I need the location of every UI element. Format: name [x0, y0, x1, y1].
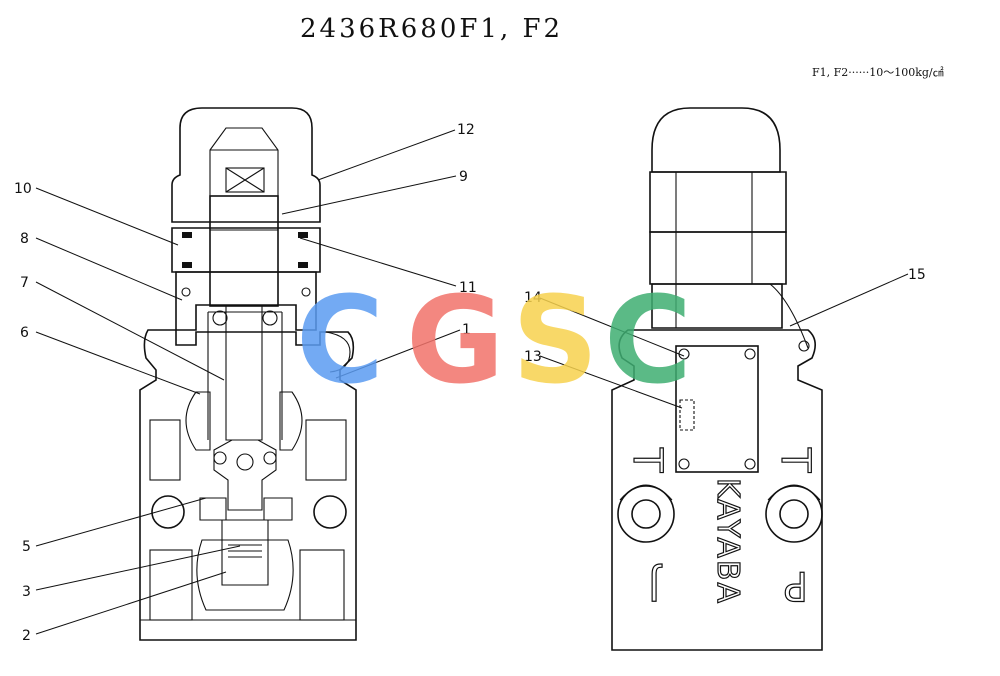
set-screw: [225, 167, 265, 193]
plate-marking: [679, 399, 695, 431]
watermark-letter-c1: C: [296, 272, 384, 411]
external-body: [611, 329, 823, 651]
callout-14: 14: [524, 290, 542, 306]
callout-2: 2: [22, 628, 31, 644]
leader-lines: [35, 129, 909, 635]
seal-wire: [769, 283, 809, 349]
mark-right: T: [772, 447, 818, 473]
spool: [225, 305, 263, 441]
poppet: [213, 439, 277, 511]
port-label-j: J: [648, 562, 663, 608]
callout-3: 3: [22, 584, 31, 600]
watermark-letter-g: G: [406, 272, 505, 411]
mark-left: T: [624, 447, 670, 473]
valve-body: [139, 329, 357, 641]
callout-8: 8: [20, 231, 29, 247]
callout-13: 13: [524, 349, 542, 365]
external-cap: [651, 107, 781, 173]
right-port-hole: [313, 495, 347, 529]
diagram-title: 2436R680F1, F2: [300, 14, 564, 44]
callout-7: 7: [20, 275, 29, 291]
callout-10: 10: [14, 181, 32, 197]
cap-outline: [171, 107, 321, 223]
upper-chamber: [185, 391, 211, 451]
section-view: [139, 107, 357, 641]
piston: [209, 195, 279, 307]
watermark: C G S C: [296, 272, 692, 411]
port-label-p: P: [784, 562, 808, 608]
callout-1: 1: [462, 322, 471, 338]
callout-11: 11: [459, 280, 477, 296]
watermark-letter-c2: C: [604, 272, 692, 411]
pressure-spec-note: F1, F2······10～100kg/㎠: [812, 66, 944, 79]
callout-5: 5: [22, 539, 31, 555]
callout-12: 12: [457, 122, 475, 138]
port-j-boss: [617, 485, 675, 543]
left-port-hole: [151, 495, 185, 529]
callout-15: 15: [908, 267, 926, 283]
watermark-letter-s: S: [512, 272, 598, 411]
brand-marking: KAYABA: [710, 478, 745, 605]
hex-nut-lower: [649, 231, 787, 285]
callout-labels: 12 9 10 8 7 6 11 1 14 13 15 5 3 2: [14, 122, 926, 644]
callout-6: 6: [20, 325, 29, 341]
hex-nut-upper: [649, 171, 787, 233]
name-plate: [675, 345, 759, 473]
upper-housing: [175, 271, 317, 331]
seat-plug: [221, 519, 269, 586]
lock-nut: [171, 227, 321, 273]
port-p-boss: [765, 485, 823, 543]
callout-9: 9: [459, 169, 468, 185]
external-view: T T J P KAYABA: [611, 107, 823, 651]
